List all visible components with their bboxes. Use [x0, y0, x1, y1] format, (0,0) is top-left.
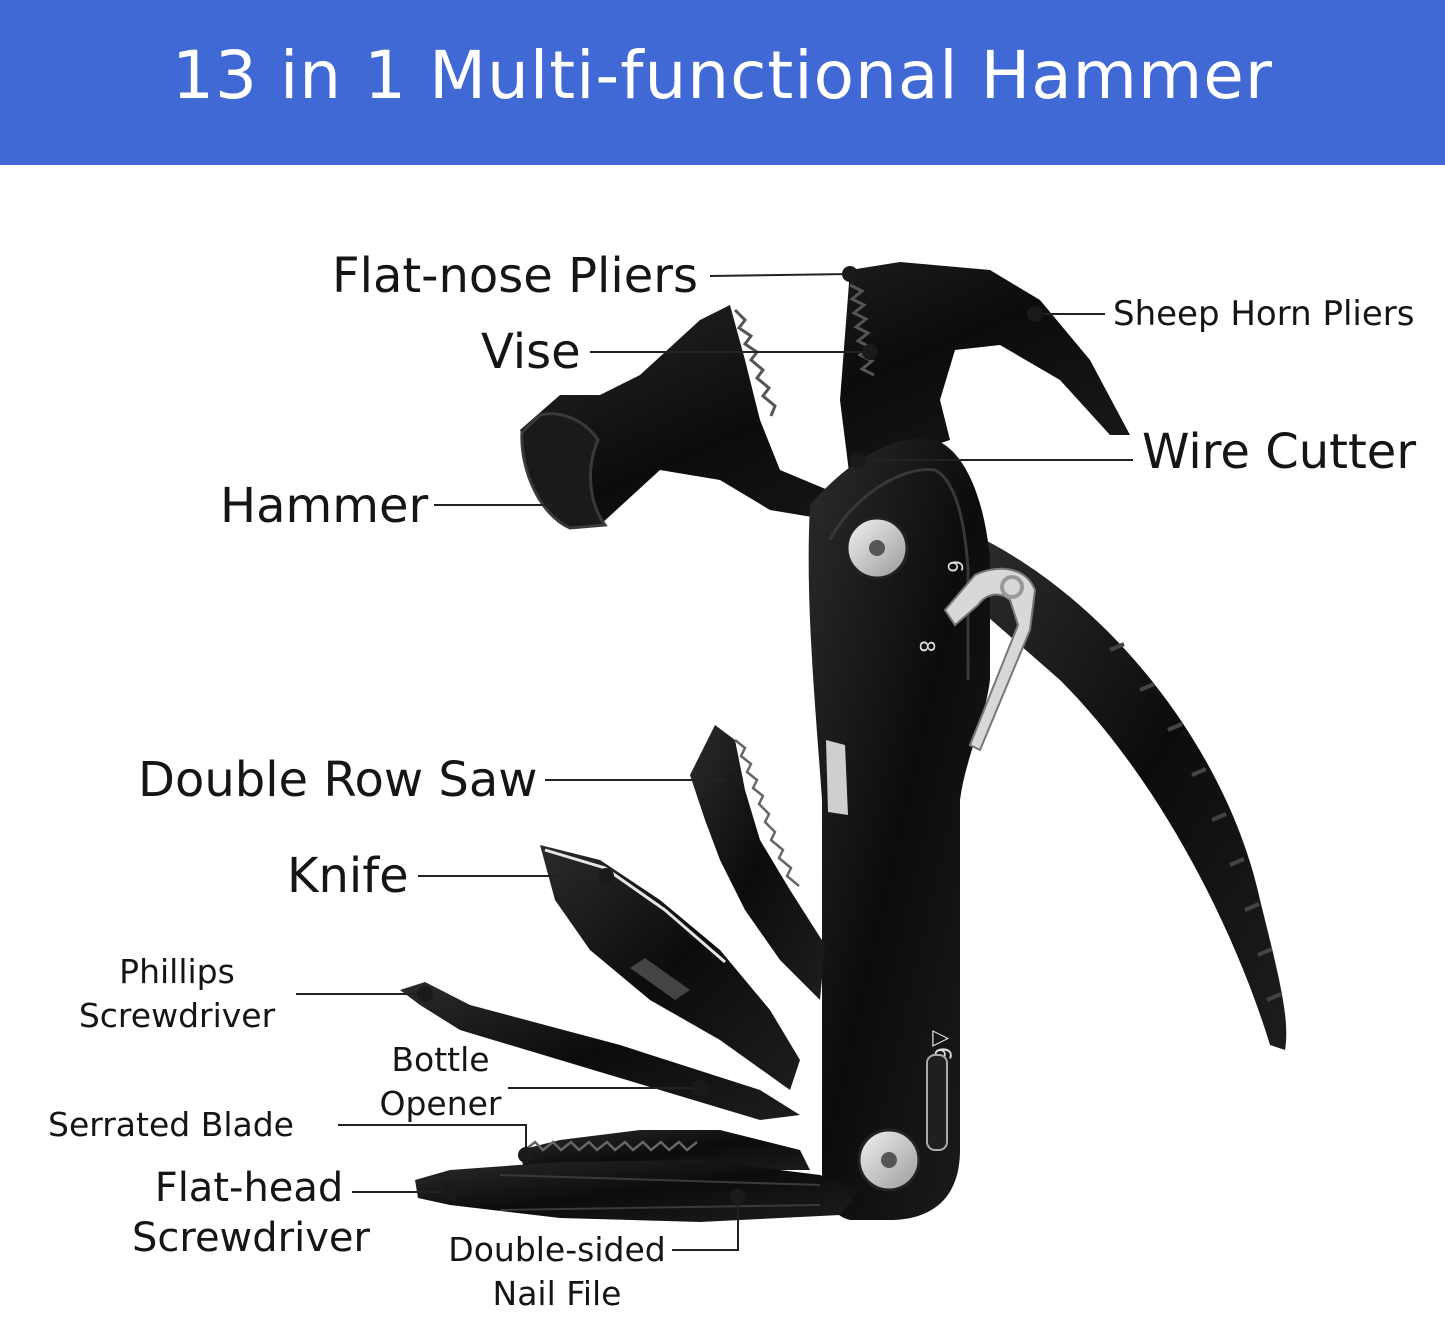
page-title: 13 in 1 Multi-functional Hammer — [172, 36, 1273, 114]
hammer-striking-face — [520, 412, 608, 530]
label-bottle-line2: Opener — [379, 1084, 502, 1123]
label-bottle-opener: Bottle Opener — [378, 1038, 503, 1126]
right-handle — [980, 540, 1287, 1050]
label-flathead-line2: Screwdriver — [132, 1215, 370, 1261]
label-bottle-line1: Bottle — [391, 1040, 490, 1079]
carabiner-clip — [943, 567, 1037, 752]
svg-text:6: 6 — [943, 560, 967, 573]
label-sheep-horn-pliers: Sheep Horn Pliers — [1113, 294, 1415, 334]
label-phillips-screwdriver: Phillips Screwdriver — [66, 950, 288, 1038]
hammer-head — [520, 262, 1130, 525]
label-nailfile-line2: Nail File — [492, 1274, 622, 1313]
label-double-row-saw: Double Row Saw — [138, 752, 538, 808]
label-knife: Knife — [287, 848, 409, 904]
body-slot — [826, 740, 848, 815]
label-vise: Vise — [481, 324, 581, 380]
handle-grip-ridges — [1109, 642, 1282, 1002]
knife-blade — [540, 845, 800, 1090]
header-banner — [0, 0, 1445, 165]
double-row-saw-blade — [690, 725, 825, 1000]
label-flathead-line1: Flat-head — [154, 1165, 344, 1211]
label-flat-head-screwdriver: Flat-head Screwdriver — [132, 1163, 370, 1263]
label-wire-cutter: Wire Cutter — [1142, 424, 1417, 480]
label-phillips-line2: Screwdriver — [78, 996, 276, 1035]
main-body — [808, 438, 990, 1220]
label-double-sided-nail-file: Double-sided Nail File — [440, 1228, 674, 1316]
label-hammer: Hammer — [220, 478, 429, 534]
lock-slider — [926, 1054, 948, 1151]
head-saw-teeth — [733, 308, 777, 417]
label-flat-nose-pliers: Flat-nose Pliers — [332, 248, 698, 304]
label-phillips-line1: Phillips — [119, 952, 235, 991]
body-inner-panel — [828, 468, 970, 680]
leader-dots — [417, 266, 1043, 1205]
label-nailfile-line1: Double-sided — [448, 1230, 666, 1269]
leader-lines — [296, 273, 1133, 1251]
svg-text:8: 8 — [915, 640, 939, 653]
label-serrated-blade: Serrated Blade — [48, 1105, 294, 1144]
